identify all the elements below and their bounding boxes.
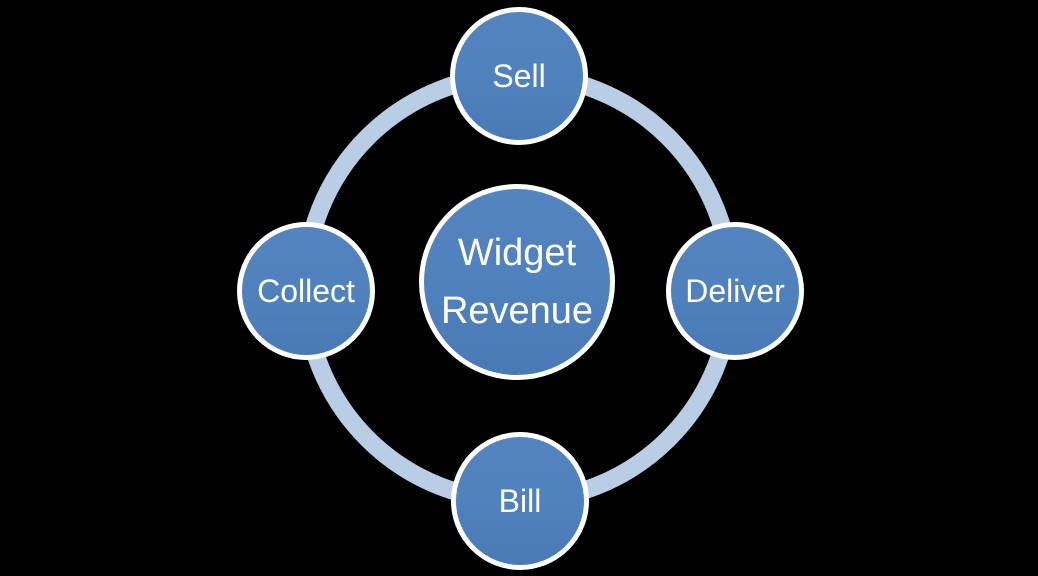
- node-collect: Collect: [237, 222, 375, 360]
- center-label-line2: Revenue: [440, 290, 594, 332]
- node-sell-label: Sell: [492, 57, 546, 94]
- center-label-line1: Widget: [457, 232, 577, 274]
- node-collect-label: Collect: [257, 272, 355, 309]
- node-deliver-label: Deliver: [685, 272, 785, 309]
- center-node-label: Widget Revenue: [441, 224, 593, 340]
- node-deliver: Deliver: [666, 222, 804, 360]
- node-sell: Sell: [450, 7, 588, 145]
- node-bill: Bill: [451, 432, 589, 570]
- node-bill-label: Bill: [498, 482, 542, 519]
- node-widget-revenue: Widget Revenue: [419, 184, 615, 380]
